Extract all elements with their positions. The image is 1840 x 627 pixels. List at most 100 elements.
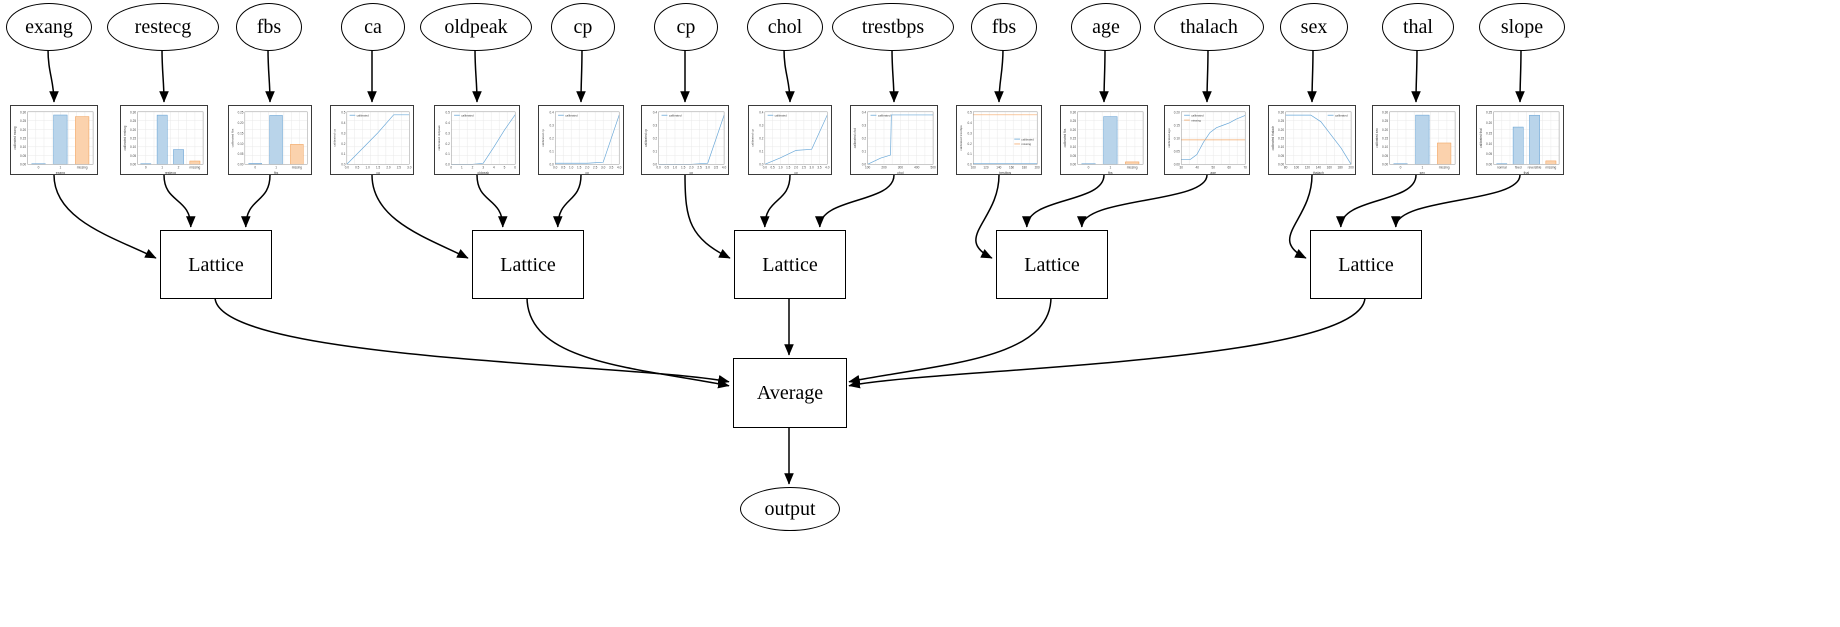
svg-text:1.0: 1.0 <box>778 166 782 170</box>
lattice-node-2[interactable]: Lattice <box>734 230 846 299</box>
graph-edge <box>553 174 582 228</box>
svg-text:missing: missing <box>1021 142 1031 146</box>
svg-text:0.4: 0.4 <box>968 121 973 125</box>
svg-text:3.0: 3.0 <box>706 166 711 170</box>
svg-text:cp: cp <box>794 171 798 174</box>
input-node-cp-6[interactable]: cp <box>654 3 718 51</box>
svg-text:60: 60 <box>1227 166 1231 170</box>
svg-text:2.5: 2.5 <box>802 166 806 170</box>
input-node-ca-3[interactable]: ca <box>341 3 405 51</box>
svg-text:0.4: 0.4 <box>653 110 658 114</box>
graph-edge <box>1411 48 1421 103</box>
input-node-fbs-2[interactable]: fbs <box>236 3 302 51</box>
svg-text:0.30: 0.30 <box>1382 110 1388 114</box>
svg-text:0.30: 0.30 <box>130 110 136 114</box>
svg-text:0.3: 0.3 <box>446 131 451 135</box>
input-node-thal-13[interactable]: thal <box>1382 3 1454 51</box>
input-node-label: chol <box>767 16 803 38</box>
svg-text:0.2: 0.2 <box>446 142 451 146</box>
svg-text:0.0: 0.0 <box>763 166 767 170</box>
svg-text:1.0: 1.0 <box>673 166 678 170</box>
svg-text:2.0: 2.0 <box>689 166 694 170</box>
svg-text:calibrated fbs: calibrated fbs <box>1063 128 1067 147</box>
input-node-thalach-11[interactable]: thalach <box>1154 3 1264 51</box>
svg-text:4.0: 4.0 <box>722 166 727 170</box>
svg-text:200: 200 <box>881 166 887 170</box>
output-node[interactable]: output <box>740 487 840 531</box>
svg-text:restecg: restecg <box>165 171 176 174</box>
svg-text:160: 160 <box>1009 166 1014 170</box>
svg-text:calibrated sex: calibrated sex <box>1375 128 1379 148</box>
input-node-restecg-1[interactable]: restecg <box>107 3 219 51</box>
lattice-node-label: Lattice <box>188 253 244 276</box>
lattice-node-label: Lattice <box>1024 253 1080 276</box>
svg-text:140: 140 <box>1316 166 1322 170</box>
svg-text:0.0: 0.0 <box>968 163 973 167</box>
input-node-sex-12[interactable]: sex <box>1280 3 1348 51</box>
svg-text:0.00: 0.00 <box>1174 163 1180 167</box>
svg-text:0.2: 0.2 <box>862 137 867 141</box>
svg-text:calibrated: calibrated <box>357 113 369 117</box>
average-node[interactable]: Average <box>733 358 847 428</box>
svg-text:calibrated cp: calibrated cp <box>644 129 648 147</box>
svg-text:calibrated thalach: calibrated thalach <box>1271 125 1275 150</box>
svg-text:0.4: 0.4 <box>759 110 763 114</box>
svg-text:0.10: 0.10 <box>1382 145 1388 149</box>
input-node-label: thal <box>1403 16 1433 38</box>
lattice-node-0[interactable]: Lattice <box>160 230 272 299</box>
svg-text:calibrated trestbps: calibrated trestbps <box>959 125 963 151</box>
svg-text:0.4: 0.4 <box>862 110 867 114</box>
average-node-label: Average <box>756 382 824 404</box>
svg-text:5: 5 <box>504 166 506 170</box>
input-node-fbs-9[interactable]: fbs <box>971 3 1037 51</box>
input-node-age-10[interactable]: age <box>1071 3 1141 51</box>
svg-text:0.20: 0.20 <box>1382 128 1388 132</box>
input-node-chol-7[interactable]: chol <box>747 3 823 51</box>
svg-text:1.0: 1.0 <box>569 166 574 170</box>
svg-text:2.5: 2.5 <box>593 166 598 170</box>
svg-text:180: 180 <box>1022 166 1027 170</box>
lattice-node-label: Lattice <box>762 253 818 276</box>
graph-edge <box>576 48 586 103</box>
lattice-node-1[interactable]: Lattice <box>472 230 584 299</box>
graph-edge <box>47 48 59 103</box>
svg-text:2.0: 2.0 <box>386 166 390 170</box>
lattice-node-3[interactable]: Lattice <box>996 230 1108 299</box>
svg-text:0.00: 0.00 <box>20 163 26 167</box>
svg-text:3.0: 3.0 <box>407 166 411 170</box>
svg-text:0.1: 0.1 <box>653 150 658 154</box>
input-node-trestbps-8[interactable]: trestbps <box>832 3 954 51</box>
svg-text:missing: missing <box>1191 118 1201 122</box>
svg-text:0.10: 0.10 <box>1486 142 1492 146</box>
input-node-slope-14[interactable]: slope <box>1479 3 1565 51</box>
input-node-oldpeak-4[interactable]: oldpeak <box>420 3 532 51</box>
lattice-node-4[interactable]: Lattice <box>1310 230 1422 299</box>
svg-text:calibrated exang: calibrated exang <box>13 126 17 149</box>
svg-text:chol: chol <box>897 171 904 174</box>
graph-edge <box>848 296 1366 389</box>
input-node-cp-5[interactable]: cp <box>551 3 615 51</box>
input-node-exang-0[interactable]: exang <box>6 3 92 51</box>
lattice-node-label: Lattice <box>500 253 556 276</box>
svg-text:3: 3 <box>482 166 484 170</box>
svg-text:3.5: 3.5 <box>609 166 614 170</box>
svg-text:0.5: 0.5 <box>665 166 670 170</box>
svg-text:0.2: 0.2 <box>550 136 555 140</box>
svg-text:0.15: 0.15 <box>1278 137 1284 141</box>
svg-text:0: 0 <box>450 166 452 170</box>
